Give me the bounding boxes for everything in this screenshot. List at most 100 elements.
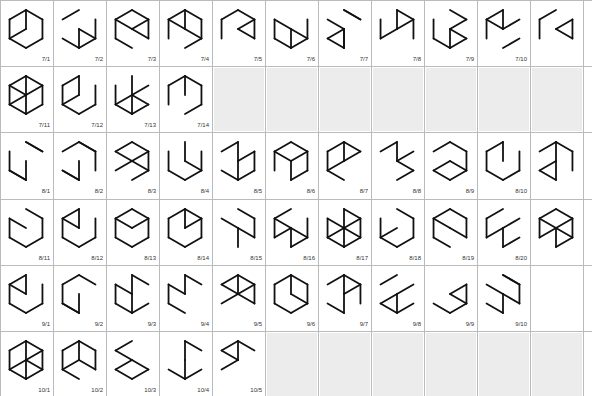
glyph-stroke xyxy=(132,238,148,248)
glyph-stroke xyxy=(556,20,572,30)
glyph-stroke xyxy=(169,209,185,219)
glyph-stroke xyxy=(9,351,11,370)
glyph-stroke xyxy=(540,228,556,238)
glyph-stroke xyxy=(380,20,382,39)
glyph-stroke xyxy=(25,10,27,29)
figure-number: 8/18 xyxy=(409,255,421,262)
glyph-stroke xyxy=(185,161,201,171)
glyph-stroke xyxy=(63,171,79,181)
glyph-stroke xyxy=(237,228,239,247)
glyph-stroke xyxy=(116,142,132,152)
grid-line xyxy=(159,0,160,396)
glyph-stroke xyxy=(397,171,413,181)
glyph-stroke xyxy=(63,219,79,229)
glyph-stroke xyxy=(238,209,254,219)
glyph-stroke xyxy=(132,171,148,181)
glyph-stroke xyxy=(450,142,466,152)
cube-glyph xyxy=(169,275,202,313)
glyph-stroke xyxy=(79,105,95,115)
glyph-stroke xyxy=(343,29,345,48)
glyph-stroke xyxy=(25,95,27,114)
cube-glyph xyxy=(169,76,202,114)
cube-glyph xyxy=(381,209,414,247)
glyph-stroke xyxy=(222,275,238,285)
glyph-stroke xyxy=(79,142,95,152)
glyph-stroke xyxy=(116,351,132,361)
glyph-stroke xyxy=(222,142,238,152)
glyph-stroke xyxy=(556,238,572,248)
glyph-stroke xyxy=(169,285,185,295)
glyph-stroke xyxy=(291,171,307,181)
glyph-stroke xyxy=(450,171,466,181)
glyph-stroke xyxy=(275,142,291,152)
cube-glyph xyxy=(434,142,467,180)
glyph-stroke xyxy=(572,152,574,171)
glyph-stroke xyxy=(116,304,132,314)
glyph-stroke xyxy=(397,285,413,295)
glyph-stroke xyxy=(556,29,572,39)
glyph-stroke xyxy=(184,275,186,294)
glyph-stroke xyxy=(222,360,238,370)
cube-glyph xyxy=(10,76,43,114)
glyph-stroke xyxy=(540,171,556,181)
glyph-stroke xyxy=(26,86,42,96)
grid-line xyxy=(0,132,592,133)
glyph-stroke xyxy=(168,285,170,304)
glyph-stroke xyxy=(290,29,292,48)
glyph-stroke xyxy=(275,209,291,219)
glyph-stroke xyxy=(9,86,11,105)
glyph-stroke xyxy=(328,142,344,152)
glyph-stroke xyxy=(115,20,117,39)
glyph-stroke xyxy=(184,10,186,29)
glyph-stroke xyxy=(343,29,345,48)
glyph-stroke xyxy=(25,360,27,379)
glyph-stroke xyxy=(328,275,344,285)
glyph-stroke xyxy=(328,39,344,49)
glyph-stroke xyxy=(396,10,398,29)
cube-glyph xyxy=(487,275,520,313)
glyph-stroke xyxy=(486,219,488,238)
glyph-stroke xyxy=(254,152,256,171)
cube-glyph xyxy=(487,142,520,180)
glyph-stroke xyxy=(95,351,97,370)
glyph-stroke xyxy=(275,304,291,314)
figure-number: 7/4 xyxy=(201,56,209,63)
glyph-stroke xyxy=(42,351,44,370)
glyph-stroke xyxy=(328,219,344,229)
glyph-stroke xyxy=(434,39,450,49)
glyph-stroke xyxy=(10,76,26,86)
glyph-stroke xyxy=(237,275,239,294)
glyph-stroke xyxy=(344,285,360,295)
figure-number: 7/11 xyxy=(39,122,50,129)
glyph-stroke xyxy=(79,142,95,152)
glyph-stroke xyxy=(254,20,256,39)
glyph-stroke xyxy=(450,39,466,49)
figure-number: 7/3 xyxy=(148,56,156,63)
glyph-stroke xyxy=(381,29,397,39)
figure-number: 7/10 xyxy=(515,56,527,63)
glyph-stroke xyxy=(307,20,309,39)
glyph-stroke xyxy=(79,275,95,285)
cube-glyph xyxy=(381,275,414,313)
glyph-stroke xyxy=(555,142,557,161)
figure-number: 9/9 xyxy=(466,321,474,328)
grid-line xyxy=(0,331,592,332)
glyph-stroke xyxy=(184,341,186,360)
glyph-stroke xyxy=(132,209,148,219)
glyph-stroke xyxy=(148,152,150,171)
glyph-stroke xyxy=(26,360,42,370)
glyph-stroke xyxy=(26,105,42,115)
glyph-stroke xyxy=(78,209,80,228)
glyph-stroke xyxy=(487,20,503,30)
glyph-stroke xyxy=(237,161,239,180)
glyph-stroke xyxy=(238,152,254,162)
glyph-stroke xyxy=(343,294,345,313)
glyph-stroke xyxy=(63,10,79,20)
glyph-stroke xyxy=(25,161,27,180)
glyph-stroke xyxy=(487,209,503,219)
empty-cell xyxy=(320,68,370,131)
glyph-stroke xyxy=(275,20,291,30)
figure-number: 8/16 xyxy=(303,255,315,262)
empty-cell xyxy=(532,68,582,131)
glyph-stroke xyxy=(222,294,238,304)
